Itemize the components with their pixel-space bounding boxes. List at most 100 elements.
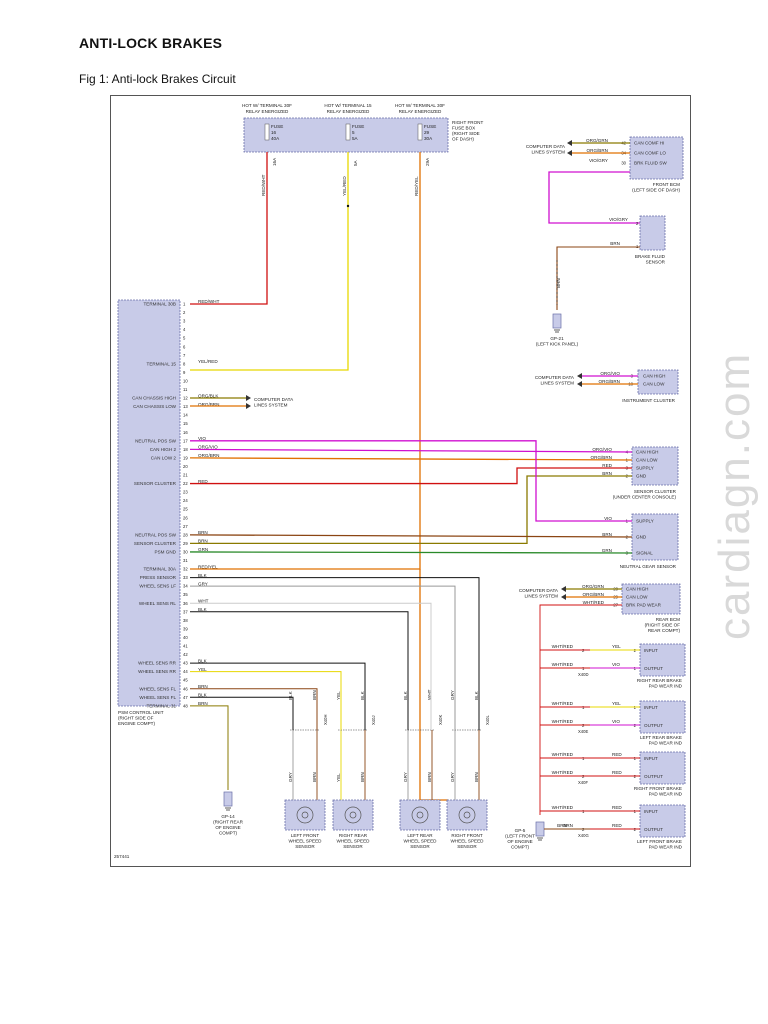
front-bcm-can-label: LINES SYSTEM — [532, 150, 566, 155]
psm-wire-label: YEL/RED — [198, 359, 218, 364]
psm-pin-number: 20 — [183, 464, 188, 469]
pad-wear-out-wire: WHT/RED — [552, 719, 574, 724]
gp14-label: GP-14 — [221, 814, 235, 819]
psm-pin-number: 41 — [183, 644, 188, 649]
psm-label: (RIGHT SIDE OF — [118, 716, 154, 721]
pad-wear-connector: X40F — [578, 780, 588, 785]
fuse-icon — [417, 123, 423, 141]
rear-bcm-pin-name: CAN LOW — [626, 595, 648, 600]
wire-label: RED/YEL — [414, 176, 419, 196]
ws-top-wire-label: BLK — [288, 690, 293, 700]
psm-pin-name: TERMINAL 30A — [143, 567, 176, 572]
wire-wheel-sensor-route — [190, 585, 456, 730]
fuse-box-label: (RIGHT SIDE — [452, 131, 480, 136]
psm-wire-label: BLK — [198, 607, 208, 612]
psm-pin-name: CAN CHASSIS LOW — [133, 404, 177, 409]
pad-wear-wire-label: RED — [612, 823, 622, 828]
sensor-cluster — [631, 446, 679, 486]
pad-wear-connector: X40E — [578, 729, 588, 734]
pad-wear-output-label: OUTPUT — [644, 666, 663, 671]
neutral-gear-wire-label: VIO — [604, 516, 612, 521]
psm-pin-number: 23 — [183, 490, 188, 495]
diagram-frame — [110, 95, 691, 867]
wire-wheel-sensor-route — [190, 602, 432, 730]
psm-pin-number: 42 — [183, 652, 188, 657]
gp14-ground-icon — [223, 791, 233, 807]
wire-yel-red — [190, 152, 349, 371]
psm-pin-number: 12 — [183, 396, 188, 401]
wheel-speed-sensor-icon — [463, 811, 471, 819]
page-title: ANTI-LOCK BRAKES — [79, 35, 223, 51]
front-bcm-label: (LEFT SIDE OF DASH) — [632, 188, 680, 193]
front-bcm-pin-name: CAN COMF HI — [634, 141, 664, 146]
ws-bot-wire-label: GRY — [403, 772, 408, 782]
psm-pin-number: 36 — [183, 601, 188, 606]
fuse-label: FUSE — [352, 124, 364, 129]
psm-pin-number: 44 — [183, 669, 188, 674]
arrow-icon — [567, 140, 572, 146]
fuse-pin: 29A — [425, 157, 430, 166]
psm-pin-number: 6 — [183, 344, 186, 349]
wire-wheel-sensor-route — [190, 688, 318, 730]
wire-grn-signal — [189, 551, 633, 554]
psm-pin-name: WHEEL SENS RR — [138, 669, 177, 674]
psm-pin-number: 35 — [183, 592, 188, 597]
psm-pin-number: 43 — [183, 661, 188, 666]
psm-wire-label: RED/WHT — [198, 299, 220, 304]
figure-id: 257441 — [114, 854, 130, 859]
psm-pin-name: TERMINAL 31 — [147, 703, 177, 708]
sensor-cluster-label: (UNDER CENTER CONSOLE) — [613, 495, 677, 500]
wheel-speed-sensor-label: WHEEL SPEED — [403, 839, 437, 844]
psm-pin-number: 26 — [183, 515, 188, 520]
ws-connector: X40H — [323, 715, 328, 725]
pad-wear-input-label: INPUT — [644, 756, 658, 761]
pad-wear-connector: X40D — [578, 672, 588, 677]
psm-pin-number: 9 — [183, 370, 186, 375]
psm-pin-number: 25 — [183, 507, 188, 512]
wire-red-yel — [190, 152, 421, 570]
psm-pin-name: SENSOR CLUSTER — [134, 541, 177, 546]
fuse-feed-label: RELAY ENERGIZED — [246, 109, 289, 114]
wheel-speed-sensor-icon — [411, 806, 429, 824]
wire-wht-red-bus — [539, 604, 622, 815]
wire-wheel-sensor-route — [190, 611, 409, 730]
rear-bcm-wire-label: WHT/RED — [583, 600, 605, 605]
brake-fluid-sensor — [639, 215, 666, 251]
psm-pin-name: WHEEL SENS FL — [139, 686, 176, 691]
splice-dot — [346, 204, 350, 208]
pad-wear-label: PAD WEAR IND — [649, 684, 683, 689]
pad-wear-wire-label: RED — [612, 770, 622, 775]
arrow-icon — [577, 373, 582, 379]
psm-wire-label: GRN — [198, 547, 208, 552]
psm-pin-name: CAN HIGH 2 — [150, 447, 177, 452]
sensor-cluster-wire-label: ORG/VIO — [592, 447, 612, 452]
psm-pin-number: 38 — [183, 618, 188, 623]
sensor-cluster-wire-label: RED — [602, 463, 612, 468]
front-bcm-can-label: COMPUTER DATA — [526, 144, 566, 149]
instrument-cluster-label: INSTRUMENT CLUSTER — [622, 398, 675, 403]
wire-org-vio-can-high — [189, 448, 633, 453]
pad-wear-indicator — [639, 643, 686, 677]
can-out-label: COMPUTER DATA — [254, 397, 294, 402]
neutral-gear-sensor — [631, 513, 679, 561]
psm-pin-number: 30 — [183, 549, 188, 554]
psm-pin-number: 21 — [183, 473, 188, 478]
wheel-speed-sensor-label: RIGHT REAR — [339, 833, 368, 838]
ws-connector: X40L — [485, 715, 490, 725]
ws-bot-wire-label: BRN — [474, 772, 479, 782]
psm-pin-number: 17 — [183, 438, 188, 443]
fuse-box-label: RIGHT FRONT — [452, 120, 483, 125]
wheel-speed-sensor — [399, 799, 441, 831]
fuse-icon — [345, 123, 351, 141]
wheel-speed-sensor-label: WHEEL SPEED — [336, 839, 370, 844]
front-bcm-wire-label: VIO/GRY — [589, 158, 608, 163]
psm-wire-label: ORG/BLK — [198, 393, 219, 398]
arrow-icon — [561, 594, 566, 600]
fuse-feed-label: HOT W/ TERMINAL 30F — [242, 103, 292, 108]
gp21-label: (LEFT KICK PANEL) — [536, 342, 579, 347]
wire-org-brn-can-low — [189, 457, 633, 461]
wire-brn-ground — [556, 246, 640, 310]
neutral-gear-pin-name: SUPPLY — [636, 519, 654, 524]
psm-label: PSM CONTROL UNIT — [118, 710, 164, 715]
rear-bcm-wire-label: ORG/BRN — [583, 592, 604, 597]
